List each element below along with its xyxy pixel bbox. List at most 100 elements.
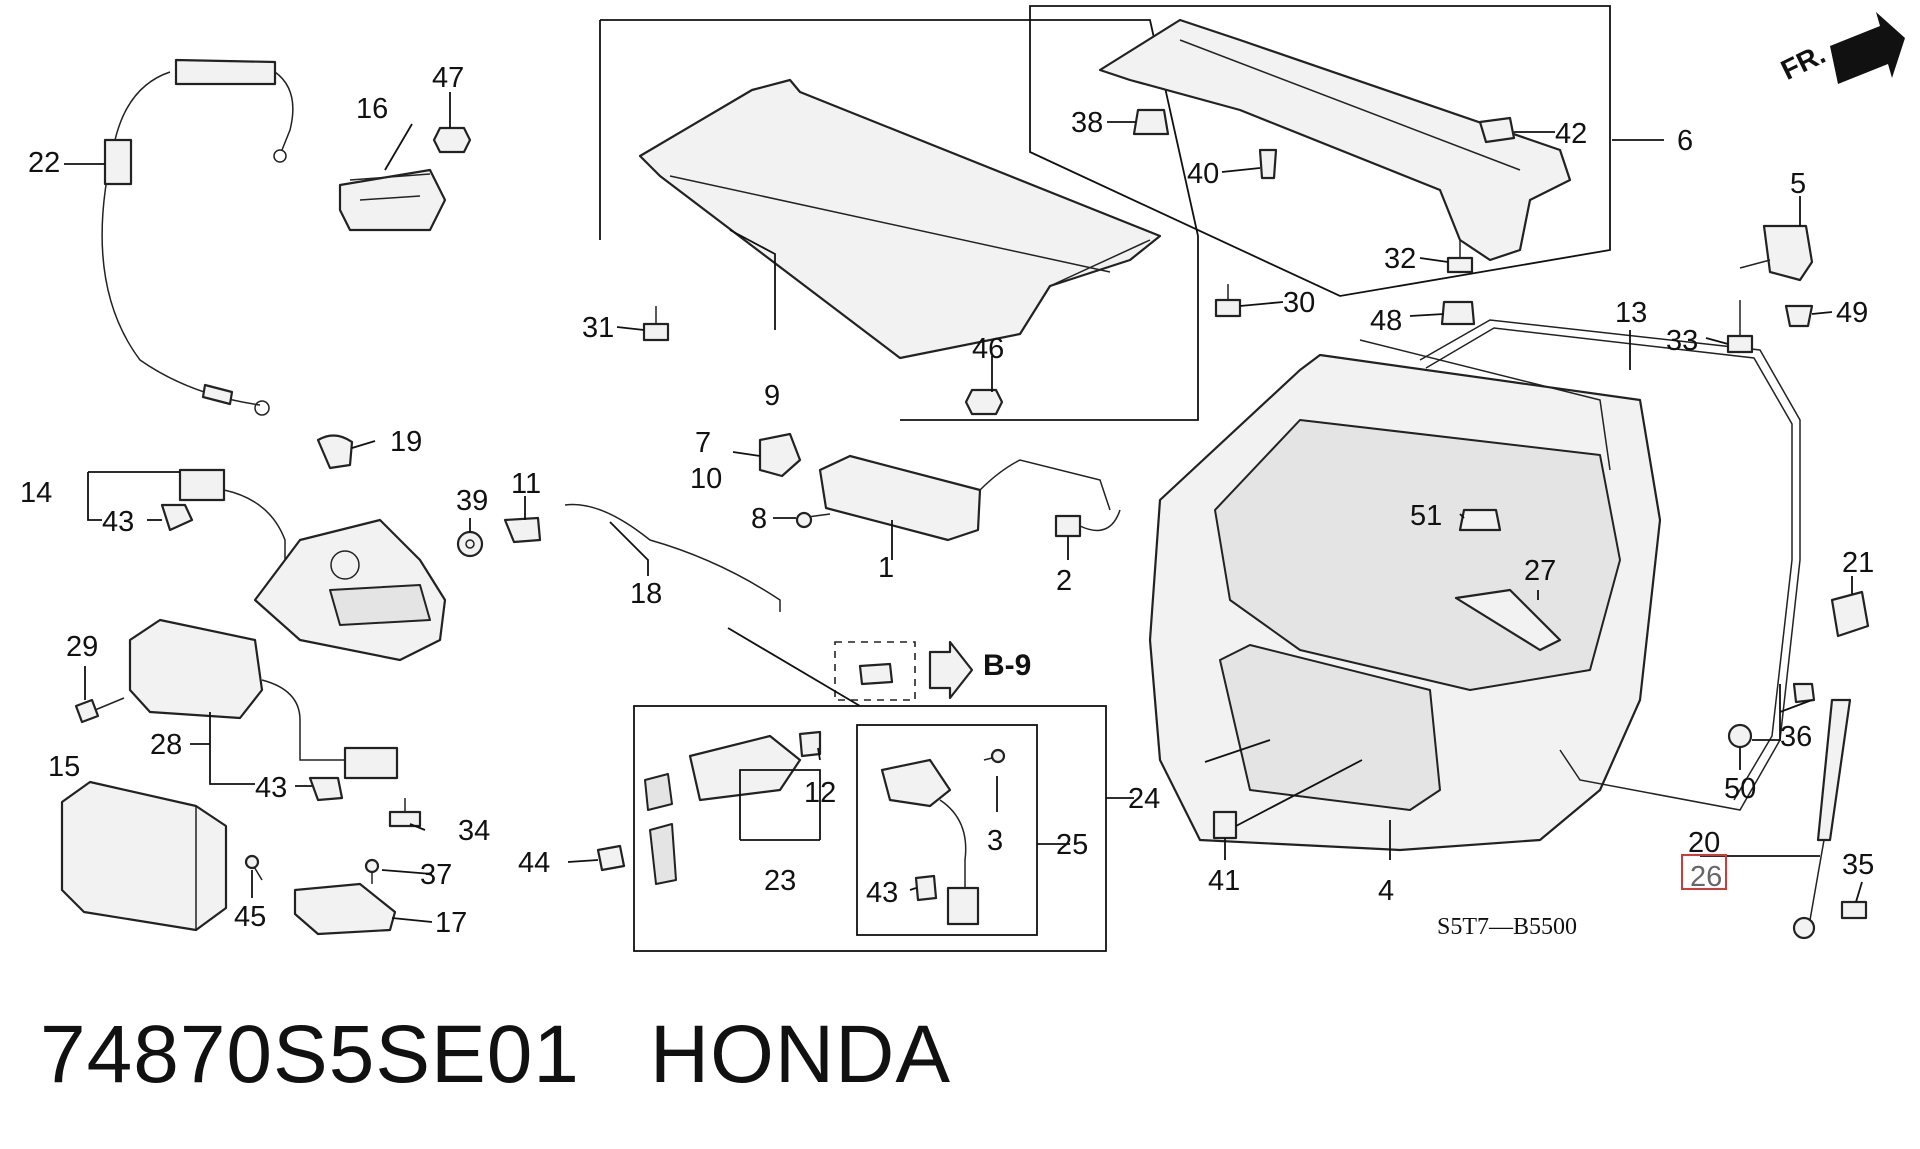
callout-27: 27 — [1524, 555, 1556, 587]
part-number: 74870S5SE01 — [40, 1009, 580, 1100]
nut-47 — [432, 126, 472, 154]
washer-50 — [1727, 723, 1753, 749]
clip-43a — [160, 503, 194, 532]
grommet-51 — [1458, 508, 1502, 532]
callout-43a: 43 — [102, 506, 134, 538]
bracket-27 — [1454, 588, 1562, 652]
clip-43d — [914, 874, 938, 902]
callout-50: 50 — [1724, 773, 1756, 805]
group-box-25 — [856, 724, 1038, 936]
nut-49 — [1784, 304, 1814, 328]
callout-30: 30 — [1283, 287, 1315, 319]
callout-28: 28 — [150, 729, 182, 761]
callout-4: 4 — [1378, 875, 1394, 907]
callout-40: 40 — [1187, 158, 1219, 190]
clip-40 — [1258, 148, 1278, 180]
callout-36: 36 — [1780, 721, 1812, 753]
callout-37: 37 — [420, 859, 452, 891]
group-box-9 — [599, 19, 1199, 421]
brand-name: HONDA — [649, 1009, 952, 1100]
callout-19: 19 — [390, 426, 422, 458]
cable-22 — [101, 58, 294, 416]
screw-3 — [983, 748, 1006, 764]
bolt-32 — [1446, 240, 1474, 274]
callout-22: 22 — [28, 147, 60, 179]
callout-8: 8 — [751, 503, 767, 535]
callout-1: 1 — [878, 552, 894, 584]
clip-12 — [798, 730, 822, 758]
clip-41 — [1212, 810, 1238, 840]
bolt-30 — [1214, 284, 1242, 318]
handle-16 — [338, 168, 447, 232]
callout-33: 33 — [1666, 325, 1698, 357]
bolt-29 — [74, 697, 125, 724]
callout-9: 9 — [764, 380, 780, 412]
callout-24: 24 — [1128, 783, 1160, 815]
rod-18 — [564, 503, 781, 612]
weatherstrip-13 — [1419, 319, 1801, 811]
callout-49: 49 — [1836, 297, 1868, 329]
diagram-reference-code: S5T7—B5500 — [1437, 914, 1578, 940]
group-box-6 — [1029, 5, 1611, 297]
callout-41: 41 — [1208, 865, 1240, 897]
callout-44: 44 — [518, 847, 550, 879]
actuator-25 — [880, 758, 980, 926]
callout-20: 20 — [1688, 827, 1720, 859]
screw-45 — [244, 854, 263, 881]
callout-13: 13 — [1615, 297, 1647, 329]
gas-strut-20 — [1792, 698, 1852, 940]
nut-48 — [1440, 300, 1476, 326]
bolt-31 — [642, 306, 670, 342]
bolt-36 — [1792, 682, 1816, 704]
callout-17: 17 — [435, 907, 467, 939]
callout-48: 48 — [1370, 305, 1402, 337]
bolt-35 — [1840, 900, 1868, 920]
callout-46: 46 — [972, 333, 1004, 365]
callout-15: 15 — [48, 751, 80, 783]
callout-3: 3 — [987, 825, 1003, 857]
bumper-21 — [1830, 590, 1870, 638]
callout-32: 32 — [1384, 243, 1416, 275]
front-arrow-icon — [1830, 12, 1905, 84]
clip-11 — [503, 516, 542, 544]
callout-47: 47 — [432, 62, 464, 94]
actuator-28 — [128, 618, 399, 780]
connector-2 — [1054, 509, 1121, 538]
callout-39: 39 — [456, 485, 488, 517]
callout-38: 38 — [1071, 107, 1103, 139]
bolt-b9 — [858, 662, 894, 686]
latch-assembly-14 — [178, 468, 447, 662]
callout-29: 29 — [66, 631, 98, 663]
dashed-box-b9 — [834, 641, 916, 701]
callout-12: 12 — [804, 777, 836, 809]
lock-cylinder-23 — [644, 734, 802, 885]
screw-37 — [364, 858, 380, 884]
callout-7: 7 — [695, 427, 711, 459]
callout-18: 18 — [630, 578, 662, 610]
spoiler-panel-9 — [638, 78, 1162, 360]
cross-reference-label[interactable]: B-9 — [983, 649, 1032, 682]
callout-51: 51 — [1410, 500, 1442, 532]
callout-42: 42 — [1555, 118, 1587, 150]
tailgate-4 — [1148, 339, 1662, 852]
clip-38 — [1132, 108, 1170, 136]
grommet-46 — [964, 388, 1004, 416]
callout-21: 21 — [1842, 547, 1874, 579]
group-box-24 — [633, 705, 1107, 952]
callouts: 1 2 3 4 5 6 7 8 9 10 11 12 13 14 15 16 1… — [20, 62, 1874, 939]
callout-16: 16 — [356, 93, 388, 125]
striker-17 — [293, 882, 397, 936]
arrow-b9 — [928, 640, 974, 700]
callout-35: 35 — [1842, 849, 1874, 881]
pad-42 — [1478, 116, 1516, 144]
callout-45: 45 — [234, 901, 266, 933]
callout-25: 25 — [1056, 829, 1088, 861]
callout-10: 10 — [690, 463, 722, 495]
callout-14: 14 — [20, 477, 52, 509]
callout-23: 23 — [764, 865, 796, 897]
callout-43b: 43 — [255, 772, 287, 804]
callout-5: 5 — [1790, 168, 1806, 200]
callout-26: 26 — [1690, 861, 1722, 893]
footer-caption: 74870S5SE01 HONDA — [40, 1008, 951, 1102]
